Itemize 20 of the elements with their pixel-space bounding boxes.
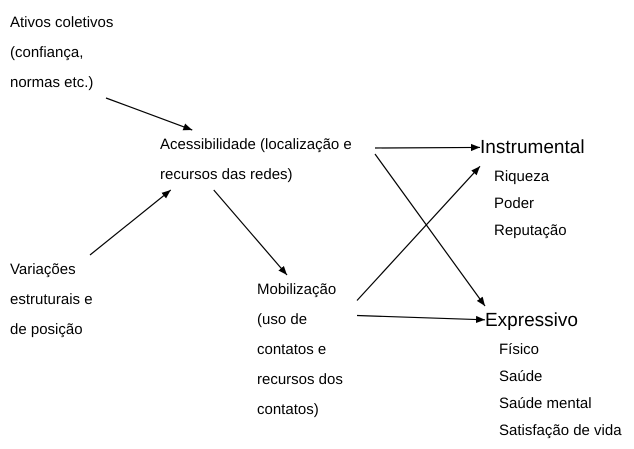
arrow [356, 166, 480, 301]
list-item: Saúde mental [499, 394, 593, 414]
arrow [356, 314, 486, 324]
text-label: Ativos coletivos (confiança, normas etc.) [10, 13, 114, 93]
list-item: Riqueza [494, 167, 550, 187]
list-item: Reputação [494, 221, 568, 241]
category-heading: Expressivo [485, 309, 579, 333]
arrow [374, 154, 486, 306]
text-label: Mobilização (uso de contatos e recursos dos contatos) [257, 280, 344, 420]
arrow [90, 190, 172, 256]
text-label: Acessibilidade (localização e recursos das redes) [160, 135, 353, 185]
arrow [213, 190, 288, 276]
list-item: Saúde [499, 367, 544, 387]
arrow [106, 97, 192, 131]
list-item: Satisfação de vida [499, 421, 623, 441]
arrow [375, 144, 480, 152]
text-label: Variações estruturais e de posição [10, 260, 94, 340]
list-item: Poder [494, 194, 536, 214]
category-heading: Instrumental [480, 136, 586, 160]
list-item: Físico [499, 340, 540, 360]
